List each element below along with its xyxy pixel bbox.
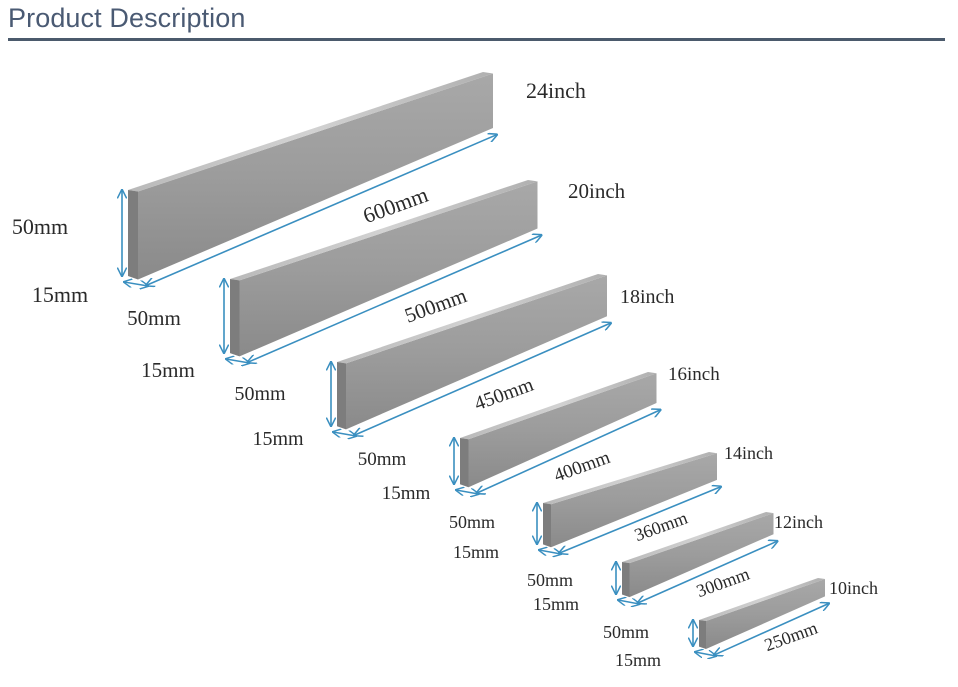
length-dimension-line	[559, 487, 721, 554]
length-label: 300mm	[694, 564, 753, 602]
height-label: 50mm	[449, 512, 495, 532]
length-dimension-line	[714, 603, 829, 655]
depth-dimension-line	[695, 652, 716, 656]
bar-7: 10inch 250mm 50mm 15mm	[603, 578, 878, 670]
length-label: 250mm	[762, 618, 821, 656]
length-dimension-line	[146, 135, 497, 286]
bar-end	[128, 190, 138, 280]
depth-dimension-line	[539, 550, 561, 554]
height-label: 50mm	[603, 622, 649, 642]
depth-label: 15mm	[32, 282, 88, 307]
depth-label: 15mm	[382, 483, 431, 504]
inch-label: 24inch	[526, 78, 586, 103]
depth-dimension-line	[618, 600, 640, 604]
section-title: Product Description	[8, 3, 246, 33]
height-label: 50mm	[358, 449, 407, 470]
length-dimension-line	[354, 323, 611, 435]
depth-dimension-line	[226, 359, 250, 363]
depth-dimension-line	[456, 490, 479, 494]
inch-label: 18inch	[620, 286, 674, 308]
depth-label: 15mm	[252, 428, 304, 450]
length-dimension-line	[248, 235, 542, 362]
length-dimension-line	[477, 410, 661, 494]
depth-label: 15mm	[453, 542, 499, 562]
inch-label: 14inch	[724, 443, 773, 463]
bar-end	[543, 503, 551, 548]
bar-end	[699, 620, 706, 650]
section-header: Product Description	[8, 0, 945, 41]
dimension-diagram: 24inch600mm50mm15mm20inch500mm50mm15mm18…	[12, 72, 878, 670]
inch-label: 16inch	[668, 364, 720, 385]
bar-end	[230, 279, 240, 357]
inch-label: 10inch	[829, 578, 878, 598]
length-label: 400mm	[551, 447, 613, 487]
bar-end	[337, 362, 346, 430]
depth-label: 15mm	[615, 650, 661, 670]
bar-end	[622, 562, 630, 598]
bar-6: 12inch 300mm 50mm 15mm	[527, 512, 823, 614]
depth-label: 15mm	[141, 358, 195, 382]
height-label: 50mm	[12, 214, 68, 239]
inch-label: 12inch	[774, 512, 823, 532]
height-label: 50mm	[527, 570, 573, 590]
height-label: 50mm	[234, 383, 286, 405]
length-dimension-line	[638, 541, 778, 603]
depth-label: 15mm	[533, 594, 579, 614]
depth-dimension-line	[333, 432, 356, 436]
bar-end	[460, 438, 469, 488]
depth-dimension-line	[124, 282, 148, 286]
length-label: 360mm	[632, 508, 691, 546]
height-label: 50mm	[127, 306, 181, 330]
inch-label: 20inch	[568, 179, 626, 203]
